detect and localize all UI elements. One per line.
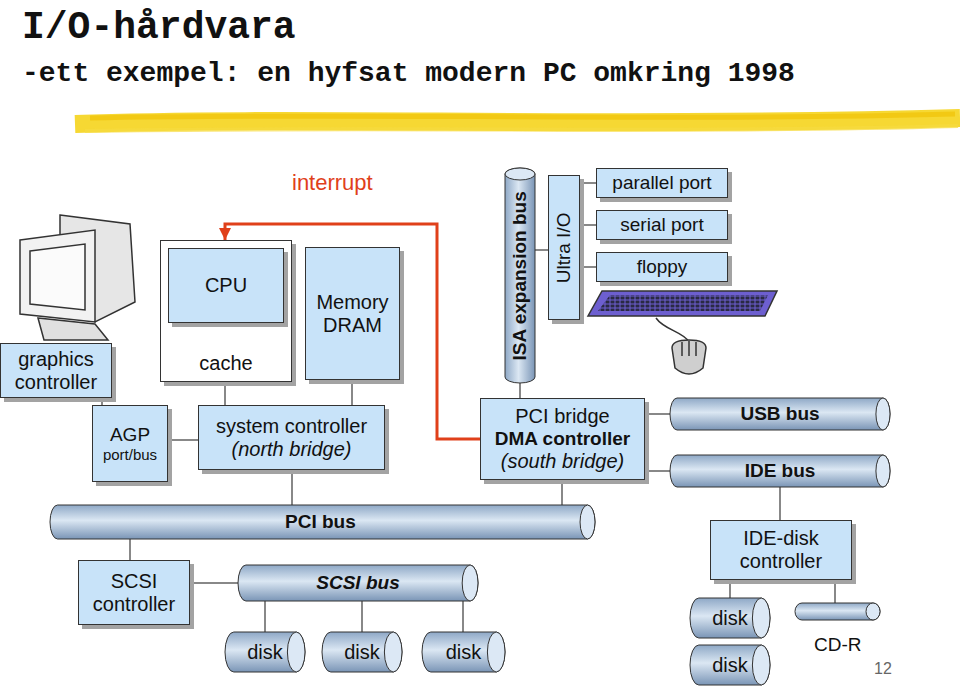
mouse-icon: [656, 318, 706, 374]
chipset-box: PCI bridgeDMA controller(south bridge): [480, 398, 645, 480]
node-text: SCSI controller: [82, 570, 186, 616]
node-text: PCI bridge: [515, 405, 610, 428]
disk-drum: disk: [690, 598, 770, 638]
bus-cylinder: ISA expansion bus: [505, 168, 535, 383]
bus-link: [779, 487, 781, 520]
keyboard-icon: [588, 291, 777, 316]
node-text: system controller: [216, 415, 367, 438]
bus-link: [361, 601, 363, 632]
node-text: disk: [712, 654, 748, 677]
edge-label: interrupt: [292, 170, 373, 196]
bus-link: [291, 470, 293, 505]
bus-cylinder: SCSI bus: [238, 565, 478, 601]
node-text: Memory DRAM: [309, 291, 396, 337]
bus-link: [535, 249, 548, 251]
node-text: SCSI bus: [316, 572, 399, 594]
disk-drum: disk: [225, 632, 305, 672]
node-text: disk: [712, 607, 748, 630]
node-text: serial port: [620, 214, 703, 236]
bus-cylinder: USB bus: [670, 398, 890, 430]
page-number: 12: [874, 660, 892, 678]
bus-cylinder: IDE bus: [670, 455, 890, 487]
bus-link: [351, 380, 353, 405]
node-text: disk: [247, 641, 283, 664]
node-text: CPU: [205, 274, 247, 297]
drive-label: CD-R: [814, 634, 862, 656]
node-text: DMA controller: [495, 428, 630, 450]
bus-link: [168, 439, 198, 441]
bus-link: [580, 266, 596, 268]
bus-link: [224, 382, 226, 405]
node-text: disk: [344, 641, 380, 664]
port-box: AGPport/bus: [92, 405, 168, 482]
bus-link: [190, 582, 238, 584]
highlighter-stroke: [75, 114, 960, 131]
node-text: ISA expansion bus: [509, 191, 531, 360]
node-text: graphics controller: [4, 348, 108, 394]
chipset-box: system controller(north bridge): [198, 405, 385, 470]
slide-title: I/O-hårdvara: [22, 6, 296, 49]
node-text: floppy: [637, 256, 688, 278]
bus-link: [101, 398, 103, 405]
disk-drum: disk: [690, 645, 770, 685]
cpu-module: cache CPU: [160, 240, 292, 382]
io-chip-box: Ultra I/O: [548, 175, 580, 320]
bus-link: [580, 224, 596, 226]
node-text: Ultra I/O: [553, 212, 575, 283]
node-text: PCI bus: [285, 511, 356, 533]
bus-link: [645, 413, 670, 415]
node-text: IDE bus: [745, 460, 816, 482]
memory-box: Memory DRAM: [305, 247, 400, 380]
slide-subtitle: -ett exempel: en hyfsat modern PC omkrin…: [22, 58, 795, 89]
bus-link: [462, 601, 464, 632]
bus-link: [645, 470, 670, 472]
disk-drum: disk: [422, 632, 505, 672]
port-box: serial port: [596, 210, 728, 240]
controller-box: IDE-disk controller: [710, 520, 852, 580]
bus-link: [519, 383, 521, 398]
disk-drum: disk: [322, 632, 402, 672]
node-text: disk: [446, 641, 482, 664]
node-text: (south bridge): [501, 450, 624, 473]
node-text: parallel port: [612, 172, 711, 194]
port-box: floppy: [596, 252, 728, 282]
bus-link: [264, 601, 266, 632]
bus-link: [561, 480, 563, 505]
node-text: (north bridge): [231, 438, 351, 461]
bus-link: [129, 539, 131, 560]
controller-box: SCSI controller: [78, 560, 190, 625]
node-text: port/bus: [103, 446, 157, 463]
cdr-drive: [795, 580, 880, 620]
cpu-box: CPU: [168, 248, 284, 323]
bus-link: [729, 580, 731, 598]
bus-cylinder: PCI bus: [50, 505, 595, 539]
node-text: cache: [199, 352, 252, 375]
node-text: AGP: [110, 424, 150, 446]
node-text: USB bus: [740, 403, 819, 425]
node-text: IDE-disk controller: [714, 527, 848, 573]
port-box: parallel port: [596, 168, 728, 198]
monitor-icon: [20, 215, 135, 340]
bus-link: [580, 182, 596, 184]
controller-box: graphics controller: [0, 343, 112, 398]
